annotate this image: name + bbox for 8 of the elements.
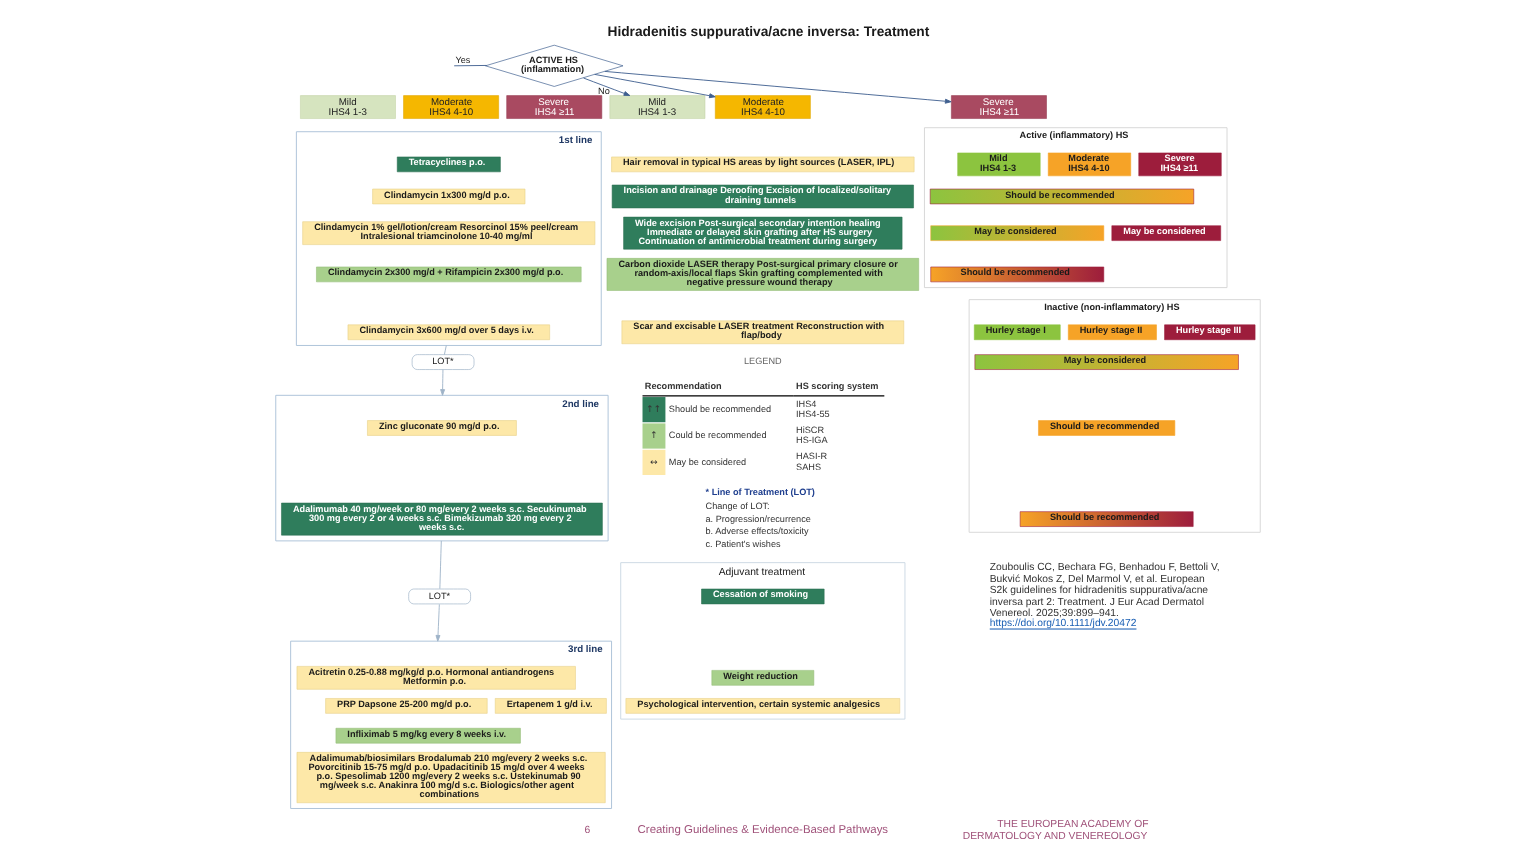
connector	[439, 540, 442, 590]
arrow	[583, 77, 631, 96]
arrow	[594, 73, 716, 99]
arrow	[440, 369, 446, 396]
arrow	[604, 70, 952, 104]
connector	[453, 65, 488, 67]
connector	[443, 345, 447, 356]
arrow	[435, 603, 441, 642]
